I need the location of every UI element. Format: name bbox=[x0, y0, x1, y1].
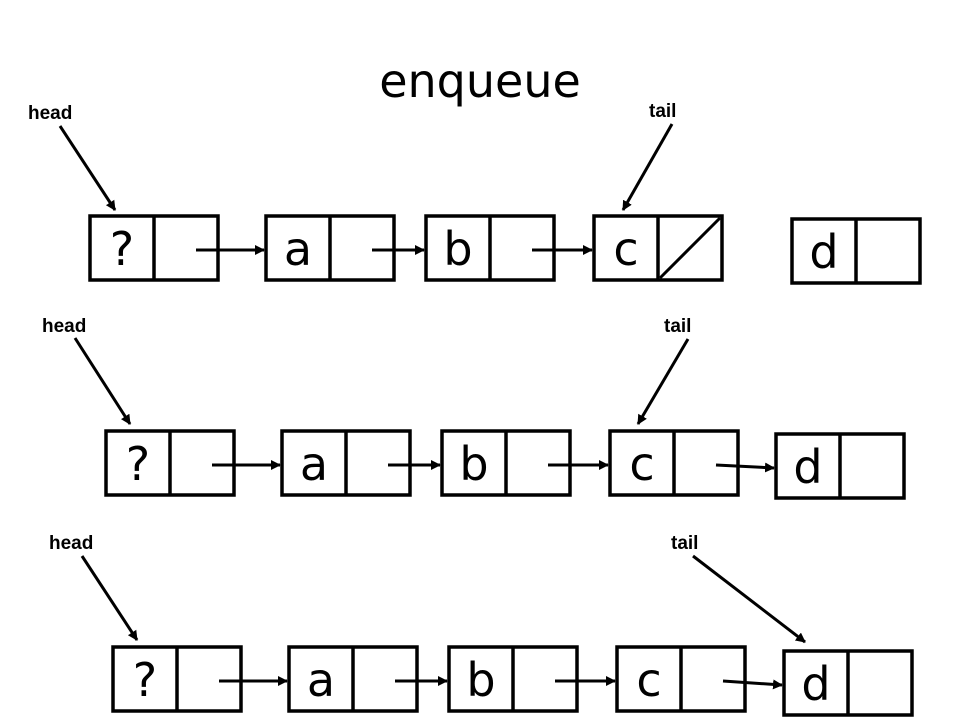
node-value: ? bbox=[110, 222, 134, 276]
list-node-b: b bbox=[440, 429, 609, 497]
node-value: c bbox=[629, 437, 654, 491]
list-node-b: b bbox=[447, 645, 616, 713]
page-title: enqueue bbox=[379, 54, 581, 108]
node-value: c bbox=[613, 222, 638, 276]
head-pointer-arrow bbox=[80, 555, 139, 641]
list-node-d: d bbox=[790, 217, 922, 285]
stage-1: head tail? a b c d bbox=[28, 101, 922, 285]
node-value: a bbox=[307, 653, 335, 707]
tail-label: tail bbox=[671, 533, 698, 554]
node-value: d bbox=[801, 657, 830, 711]
tail-pointer-arrow bbox=[692, 554, 806, 644]
tail-label: tail bbox=[649, 101, 676, 122]
tail-pointer-arrow bbox=[636, 338, 690, 425]
next-pointer-arrow bbox=[722, 679, 783, 690]
next-pointer-arrow bbox=[715, 462, 775, 473]
stage-2: head tail? a b c d bbox=[42, 316, 906, 500]
null-pointer-slash bbox=[658, 216, 722, 280]
node-value: d bbox=[793, 440, 822, 494]
list-node-a: a bbox=[280, 429, 441, 497]
head-label: head bbox=[42, 316, 86, 337]
head-label: head bbox=[49, 533, 93, 554]
node-value: ? bbox=[126, 437, 150, 491]
list-node-sentinel: ? bbox=[88, 214, 265, 282]
list-node-d: d bbox=[774, 432, 906, 500]
list-node-c: c bbox=[608, 429, 775, 497]
list-node-sentinel: ? bbox=[104, 429, 281, 497]
node-value: c bbox=[636, 653, 661, 707]
list-node-c: c bbox=[592, 214, 724, 282]
node-value: ? bbox=[133, 653, 157, 707]
head-pointer-arrow bbox=[58, 125, 117, 211]
tail-pointer-arrow bbox=[621, 123, 674, 211]
list-node-a: a bbox=[287, 645, 448, 713]
list-node-sentinel: ? bbox=[111, 645, 288, 713]
node-value: d bbox=[809, 225, 838, 279]
head-pointer-arrow bbox=[73, 337, 132, 425]
list-node-c: c bbox=[615, 645, 783, 713]
node-value: b bbox=[459, 437, 488, 491]
tail-label: tail bbox=[664, 316, 691, 337]
node-value: a bbox=[284, 222, 312, 276]
list-node-a: a bbox=[264, 214, 425, 282]
node-value: a bbox=[300, 437, 328, 491]
list-node-b: b bbox=[424, 214, 593, 282]
node-value: b bbox=[443, 222, 472, 276]
node-value: b bbox=[466, 653, 495, 707]
stage-3: head tail? a b c d bbox=[49, 533, 914, 717]
head-label: head bbox=[28, 103, 72, 124]
list-node-d: d bbox=[782, 649, 914, 717]
